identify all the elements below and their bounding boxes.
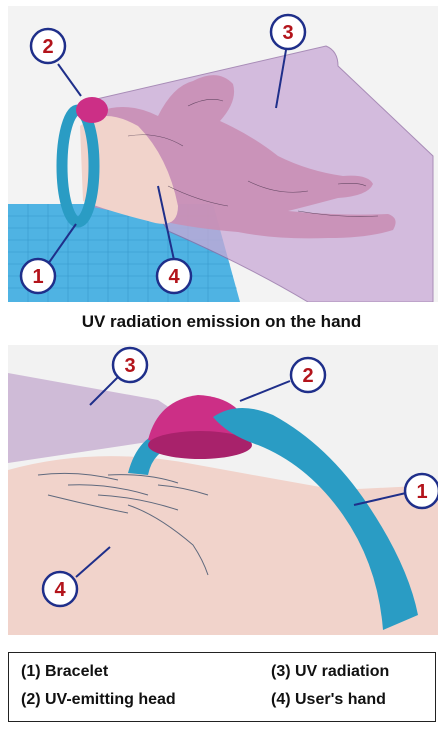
marker-2-label: 2	[42, 36, 53, 58]
top-illustration: 1 2 3 4	[8, 6, 438, 302]
bottom-scene: 1 2 3 4	[8, 345, 438, 635]
marker-4-label: 4	[54, 579, 66, 601]
top-caption: UV radiation emission on the hand	[0, 312, 443, 332]
marker-2-label: 2	[302, 365, 313, 387]
top-scene: 1 2 3 4	[8, 6, 438, 302]
uv-head-dome	[76, 97, 108, 123]
marker-1-label: 1	[416, 481, 427, 503]
legend-item-hand: (4) User's hand	[271, 691, 386, 709]
legend-box: (1) Bracelet (2) UV-emitting head (3) UV…	[8, 652, 436, 722]
legend-item-uv-radiation: (3) UV radiation	[271, 663, 389, 681]
marker-4-label: 4	[168, 266, 180, 288]
marker-3-label: 3	[124, 355, 135, 377]
marker-1-label: 1	[32, 266, 43, 288]
bottom-illustration: 1 2 3 4	[8, 345, 438, 635]
legend-item-uv-head: (2) UV-emitting head	[21, 691, 176, 709]
legend-item-bracelet: (1) Bracelet	[21, 663, 108, 681]
marker-3-label: 3	[282, 22, 293, 44]
